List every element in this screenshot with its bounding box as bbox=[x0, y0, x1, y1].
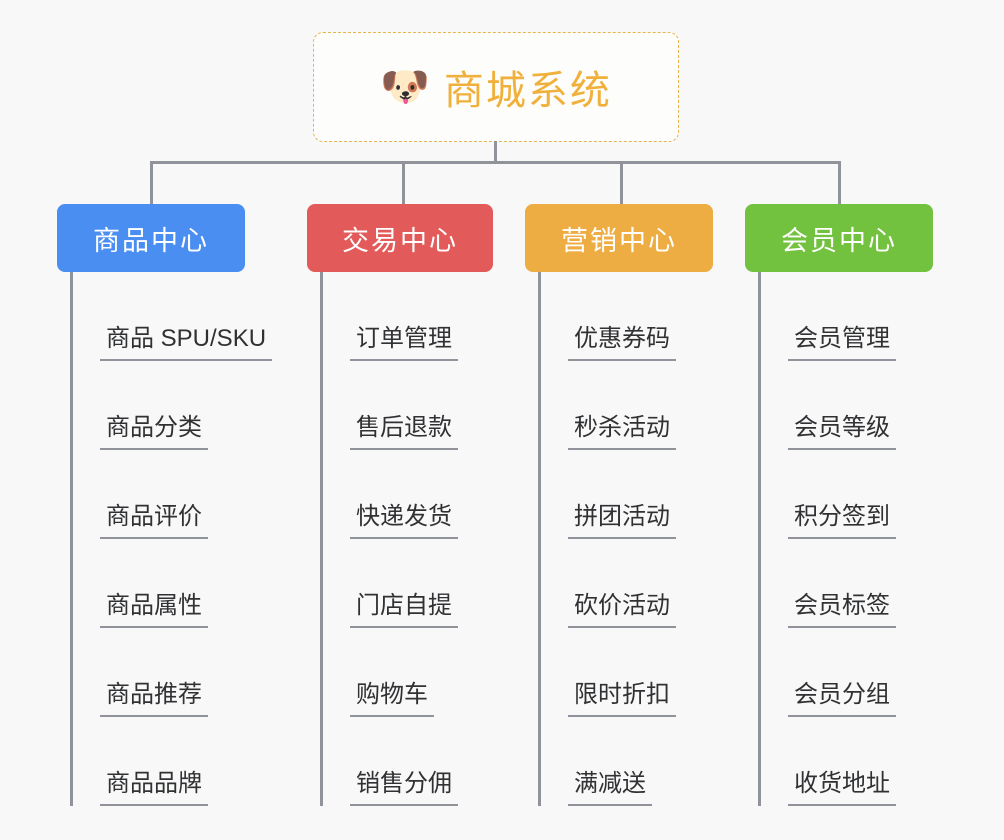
category-drop-connector-member-center bbox=[838, 161, 841, 204]
category-box-member-center[interactable]: 会员中心 bbox=[745, 204, 933, 272]
leaf-item-label: 门店自提 bbox=[350, 592, 458, 628]
leaf-item-label: 快递发货 bbox=[350, 503, 458, 539]
trunk-connector-product-center bbox=[70, 272, 73, 806]
category-label-member-center: 会员中心 bbox=[781, 225, 897, 256]
leaf-item-label: 砍价活动 bbox=[568, 592, 676, 628]
leaf-item[interactable]: 售后退款 bbox=[320, 361, 493, 450]
leaf-item[interactable]: 会员等级 bbox=[758, 361, 933, 450]
leaf-item-label: 售后退款 bbox=[350, 414, 458, 450]
leaf-item[interactable]: 优惠券码 bbox=[538, 272, 713, 361]
root-stem-connector bbox=[494, 141, 497, 163]
leaf-item-label: 收货地址 bbox=[788, 770, 896, 806]
leaf-item[interactable]: 会员分组 bbox=[758, 628, 933, 717]
category-box-marketing-center[interactable]: 营销中心 bbox=[525, 204, 713, 272]
leaf-item[interactable]: 订单管理 bbox=[320, 272, 493, 361]
trunk-connector-marketing-center bbox=[538, 272, 541, 806]
category-label-product-center: 商品中心 bbox=[93, 225, 209, 256]
category-label-trade-center: 交易中心 bbox=[342, 225, 458, 256]
category-bus-connector bbox=[150, 161, 840, 164]
leaf-item-label: 销售分佣 bbox=[350, 770, 458, 806]
category-drop-connector-trade-center bbox=[402, 161, 405, 204]
leaf-item-label: 商品 SPU/SKU bbox=[100, 325, 273, 361]
root-node-title: 商城系统 bbox=[443, 69, 612, 113]
shiba-dog-icon: 🐶 bbox=[380, 65, 430, 109]
branch-area-product-center: 商品 SPU/SKU 商品分类商品评价商品属性商品推荐商品品牌 bbox=[70, 272, 273, 806]
leaf-item[interactable]: 砍价活动 bbox=[538, 539, 713, 628]
leaf-item-label: 购物车 bbox=[350, 681, 434, 717]
leaf-item[interactable]: 满减送 bbox=[538, 717, 713, 806]
leaf-item-label: 积分签到 bbox=[788, 503, 896, 539]
category-box-product-center[interactable]: 商品中心 bbox=[57, 204, 245, 272]
column-member-center: 会员中心会员管理会员等级积分签到会员标签会员分组收货地址 bbox=[745, 204, 933, 806]
trunk-connector-trade-center bbox=[320, 272, 323, 806]
leaf-item[interactable]: 收货地址 bbox=[758, 717, 933, 806]
leaf-item-label: 商品分类 bbox=[100, 414, 208, 450]
leaf-item[interactable]: 限时折扣 bbox=[538, 628, 713, 717]
leaf-item[interactable]: 销售分佣 bbox=[320, 717, 493, 806]
leaf-item-label: 会员管理 bbox=[788, 325, 896, 361]
leaf-item-label: 满减送 bbox=[568, 770, 652, 806]
leaf-item-label: 订单管理 bbox=[350, 325, 458, 361]
leaf-item[interactable]: 商品 SPU/SKU bbox=[70, 272, 273, 361]
leaf-item[interactable]: 商品分类 bbox=[70, 361, 245, 450]
leaf-item-label: 商品属性 bbox=[100, 592, 208, 628]
leaf-item-label: 会员分组 bbox=[788, 681, 896, 717]
branch-area-member-center: 会员管理会员等级积分签到会员标签会员分组收货地址 bbox=[758, 272, 933, 806]
leaf-item[interactable]: 快递发货 bbox=[320, 450, 493, 539]
leaf-item[interactable]: 购物车 bbox=[320, 628, 493, 717]
column-product-center: 商品中心商品 SPU/SKU 商品分类商品评价商品属性商品推荐商品品牌 bbox=[57, 204, 273, 806]
leaf-item[interactable]: 商品评价 bbox=[70, 450, 245, 539]
leaf-item-label: 会员等级 bbox=[788, 414, 896, 450]
branch-area-marketing-center: 优惠券码秒杀活动拼团活动砍价活动限时折扣满减送 bbox=[538, 272, 713, 806]
leaf-item-label: 商品推荐 bbox=[100, 681, 208, 717]
leaf-item-label: 拼团活动 bbox=[568, 503, 676, 539]
leaf-item[interactable]: 积分签到 bbox=[758, 450, 933, 539]
leaf-item-label: 优惠券码 bbox=[568, 325, 676, 361]
leaf-item-label: 商品评价 bbox=[100, 503, 208, 539]
root-node[interactable]: 🐶 商城系统 bbox=[313, 32, 679, 142]
trunk-connector-member-center bbox=[758, 272, 761, 806]
leaf-item-label: 秒杀活动 bbox=[568, 414, 676, 450]
leaf-item[interactable]: 会员标签 bbox=[758, 539, 933, 628]
column-trade-center: 交易中心订单管理售后退款快递发货门店自提购物车销售分佣 bbox=[307, 204, 493, 806]
leaf-item-label: 会员标签 bbox=[788, 592, 896, 628]
leaf-item[interactable]: 门店自提 bbox=[320, 539, 493, 628]
leaf-item[interactable]: 拼团活动 bbox=[538, 450, 713, 539]
leaf-item[interactable]: 商品品牌 bbox=[70, 717, 245, 806]
leaf-item-label: 限时折扣 bbox=[568, 681, 676, 717]
leaf-item[interactable]: 商品属性 bbox=[70, 539, 245, 628]
category-drop-connector-marketing-center bbox=[620, 161, 623, 204]
category-box-trade-center[interactable]: 交易中心 bbox=[307, 204, 493, 272]
category-label-marketing-center: 营销中心 bbox=[561, 225, 677, 256]
leaf-item[interactable]: 商品推荐 bbox=[70, 628, 245, 717]
leaf-item[interactable]: 会员管理 bbox=[758, 272, 933, 361]
category-drop-connector-product-center bbox=[150, 161, 153, 204]
leaf-item[interactable]: 秒杀活动 bbox=[538, 361, 713, 450]
branch-area-trade-center: 订单管理售后退款快递发货门店自提购物车销售分佣 bbox=[320, 272, 493, 806]
leaf-item-label: 商品品牌 bbox=[100, 770, 208, 806]
column-marketing-center: 营销中心优惠券码秒杀活动拼团活动砍价活动限时折扣满减送 bbox=[525, 204, 713, 806]
